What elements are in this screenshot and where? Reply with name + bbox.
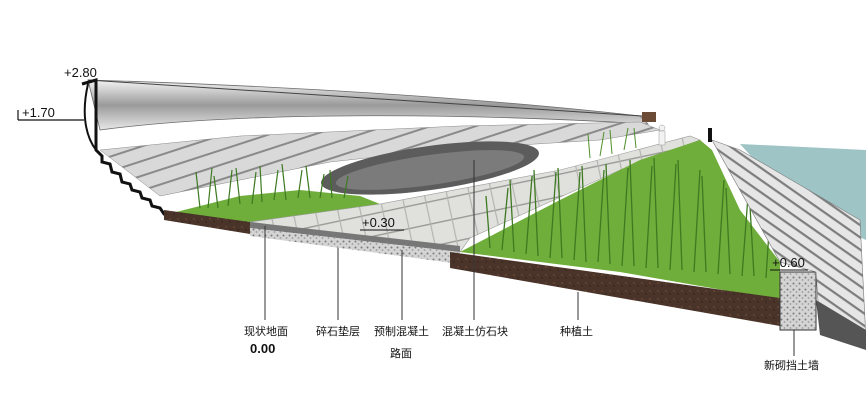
right-wall-shadow — [816, 300, 866, 350]
upper-terrace-deck — [99, 121, 661, 197]
left-reed-clump — [195, 163, 349, 209]
top-wall-cap — [87, 79, 650, 131]
elevation-left-ground: +1.70 — [22, 105, 55, 120]
label-existing-ground-value: 0.00 — [250, 341, 276, 356]
label-pavement: 路面 — [390, 347, 412, 360]
left-grass-bed — [168, 190, 380, 222]
left-stepped-wall-profile — [81, 78, 168, 216]
label-existing-ground: 现状地面 — [244, 325, 288, 338]
back-reed-clump — [587, 127, 637, 159]
elevation-right-wall: +0.60 — [772, 255, 805, 270]
elevation-top-wall: +2.80 — [64, 65, 97, 80]
elevation-path: +0.30 — [362, 215, 395, 230]
label-imitation-stone: 混凝土仿石块 — [442, 325, 508, 338]
label-planting-soil: 种植土 — [560, 325, 593, 338]
concrete-slab — [250, 222, 460, 252]
label-gravel-layer: 碎石垫层 — [316, 325, 360, 338]
retaining-wall — [779, 271, 817, 331]
left-wall-curve — [83, 83, 97, 151]
right-soil-layer — [450, 252, 780, 326]
top-wall-edge — [87, 79, 643, 117]
person-figure — [658, 124, 666, 146]
distant-structure — [642, 112, 656, 122]
label-new-retaining-wall: 新砌挡土墙 — [764, 359, 819, 372]
gravel-layer — [250, 228, 460, 264]
black-post — [708, 128, 712, 142]
label-precast-concrete: 预制混凝土 — [374, 325, 429, 338]
stone-bowl-inner — [335, 150, 525, 190]
left-soil-layer — [164, 210, 250, 234]
